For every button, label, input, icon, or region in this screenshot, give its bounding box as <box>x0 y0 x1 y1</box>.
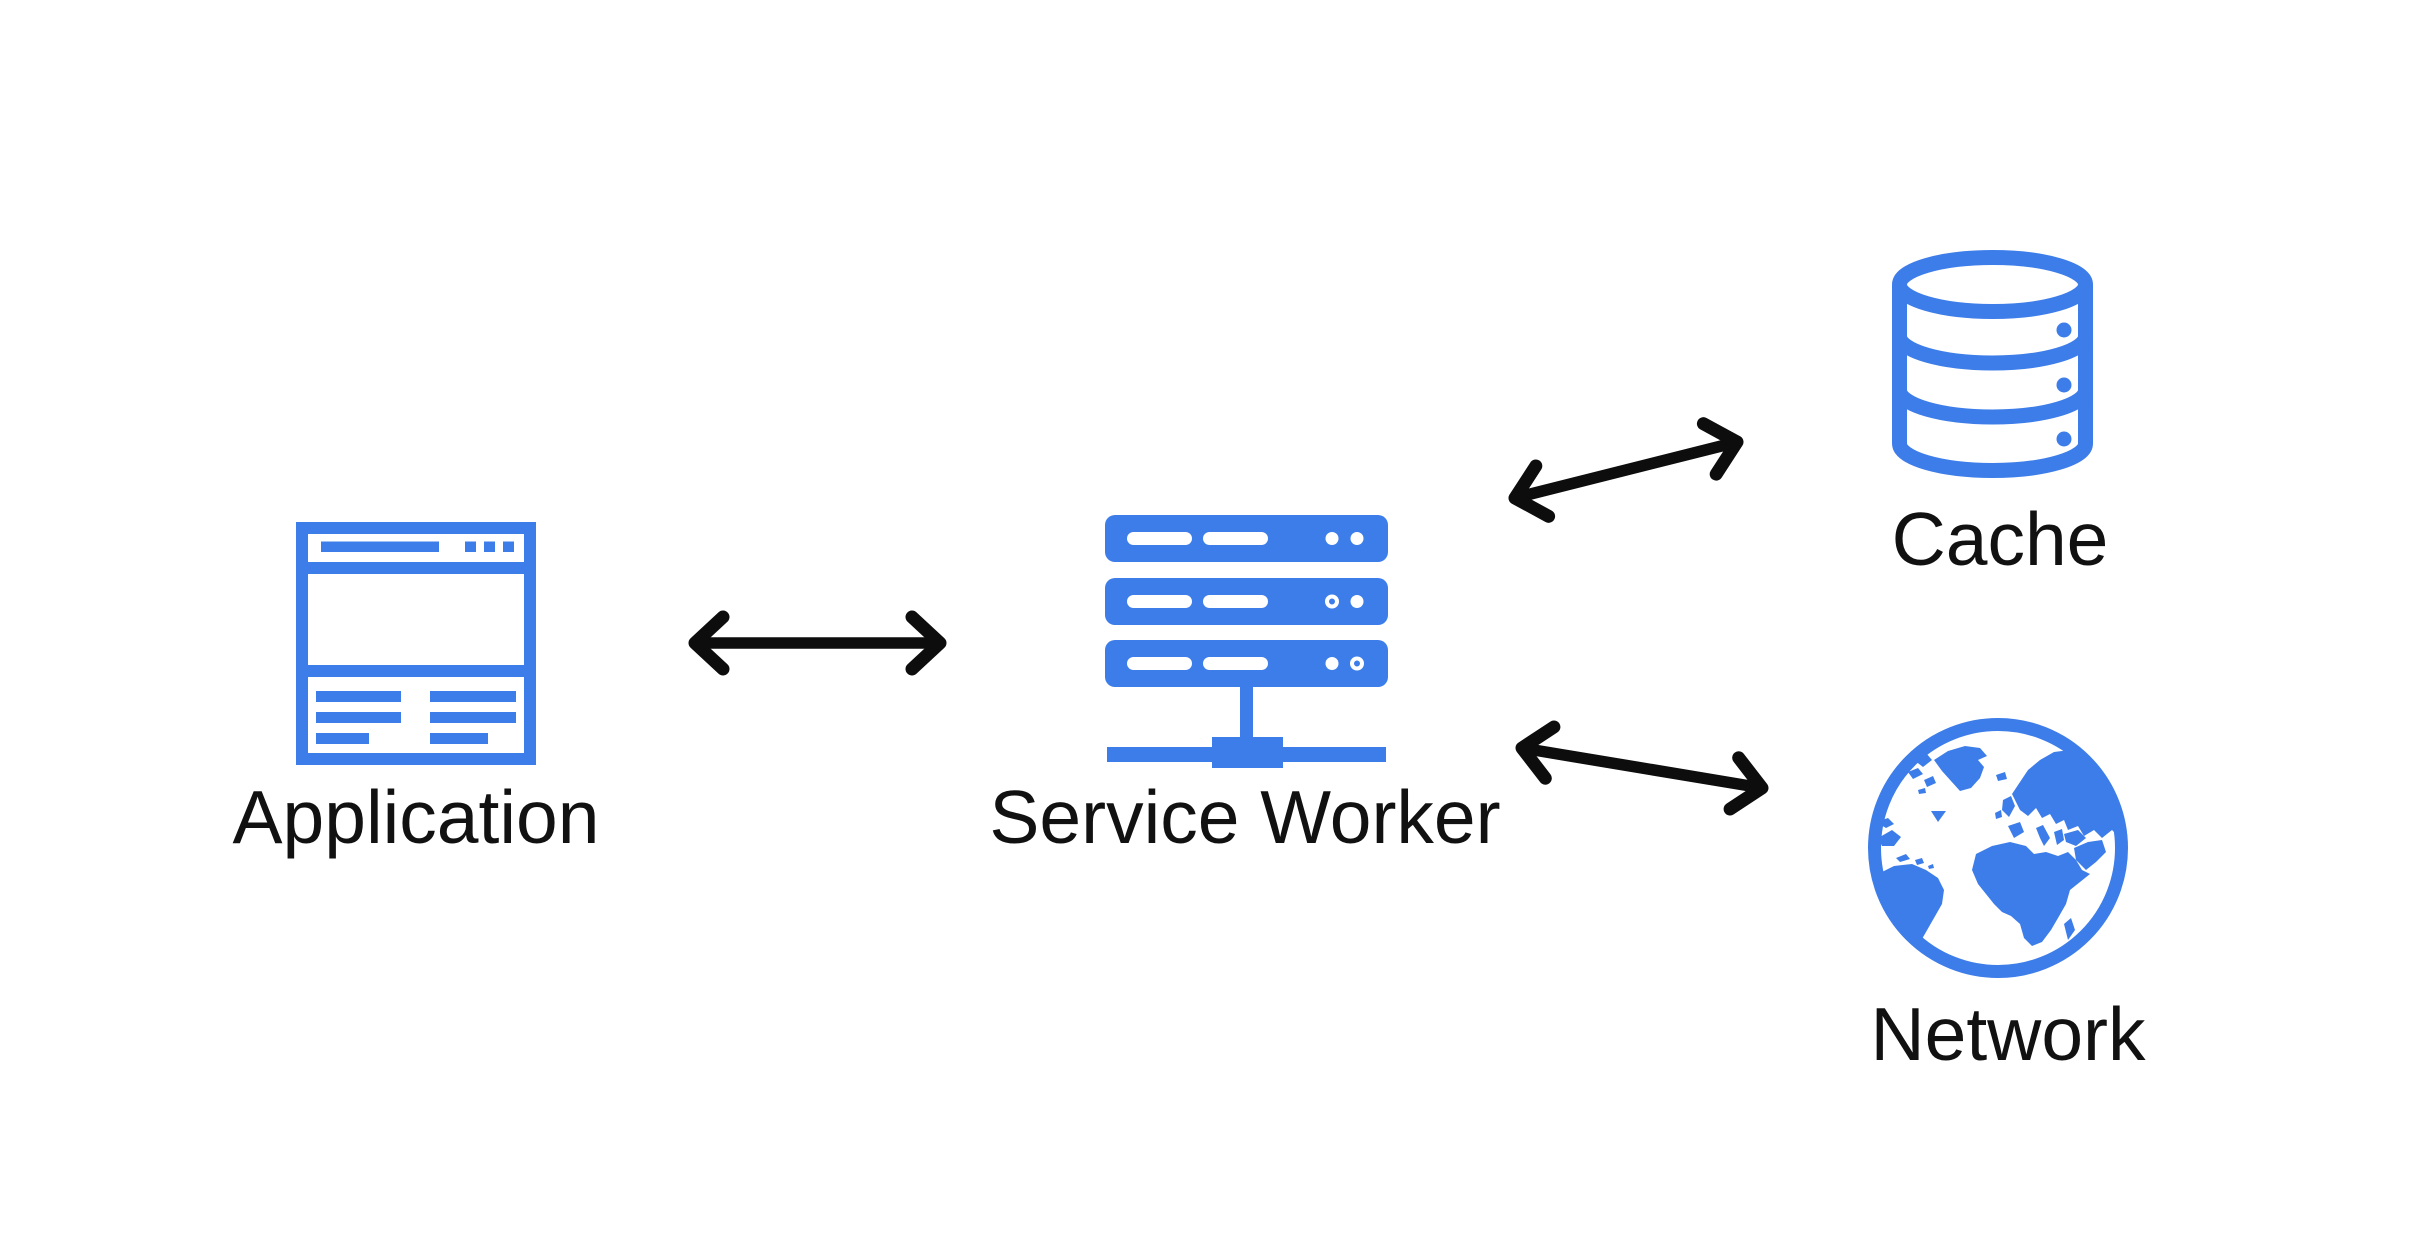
cache-label: Cache <box>1891 497 2109 581</box>
network-label: Network <box>1870 992 2146 1076</box>
database-icon <box>1892 250 2093 478</box>
application-label: Application <box>232 775 600 859</box>
globe-icon <box>1868 718 2128 978</box>
server-stack-icon <box>1105 515 1388 768</box>
arrow-service-worker-network <box>1515 720 1769 816</box>
service-worker-label: Service Worker <box>989 775 1501 859</box>
arrow-application-service-worker <box>688 610 947 676</box>
arrow-service-worker-cache <box>1508 417 1744 523</box>
browser-window-icon <box>296 522 536 765</box>
